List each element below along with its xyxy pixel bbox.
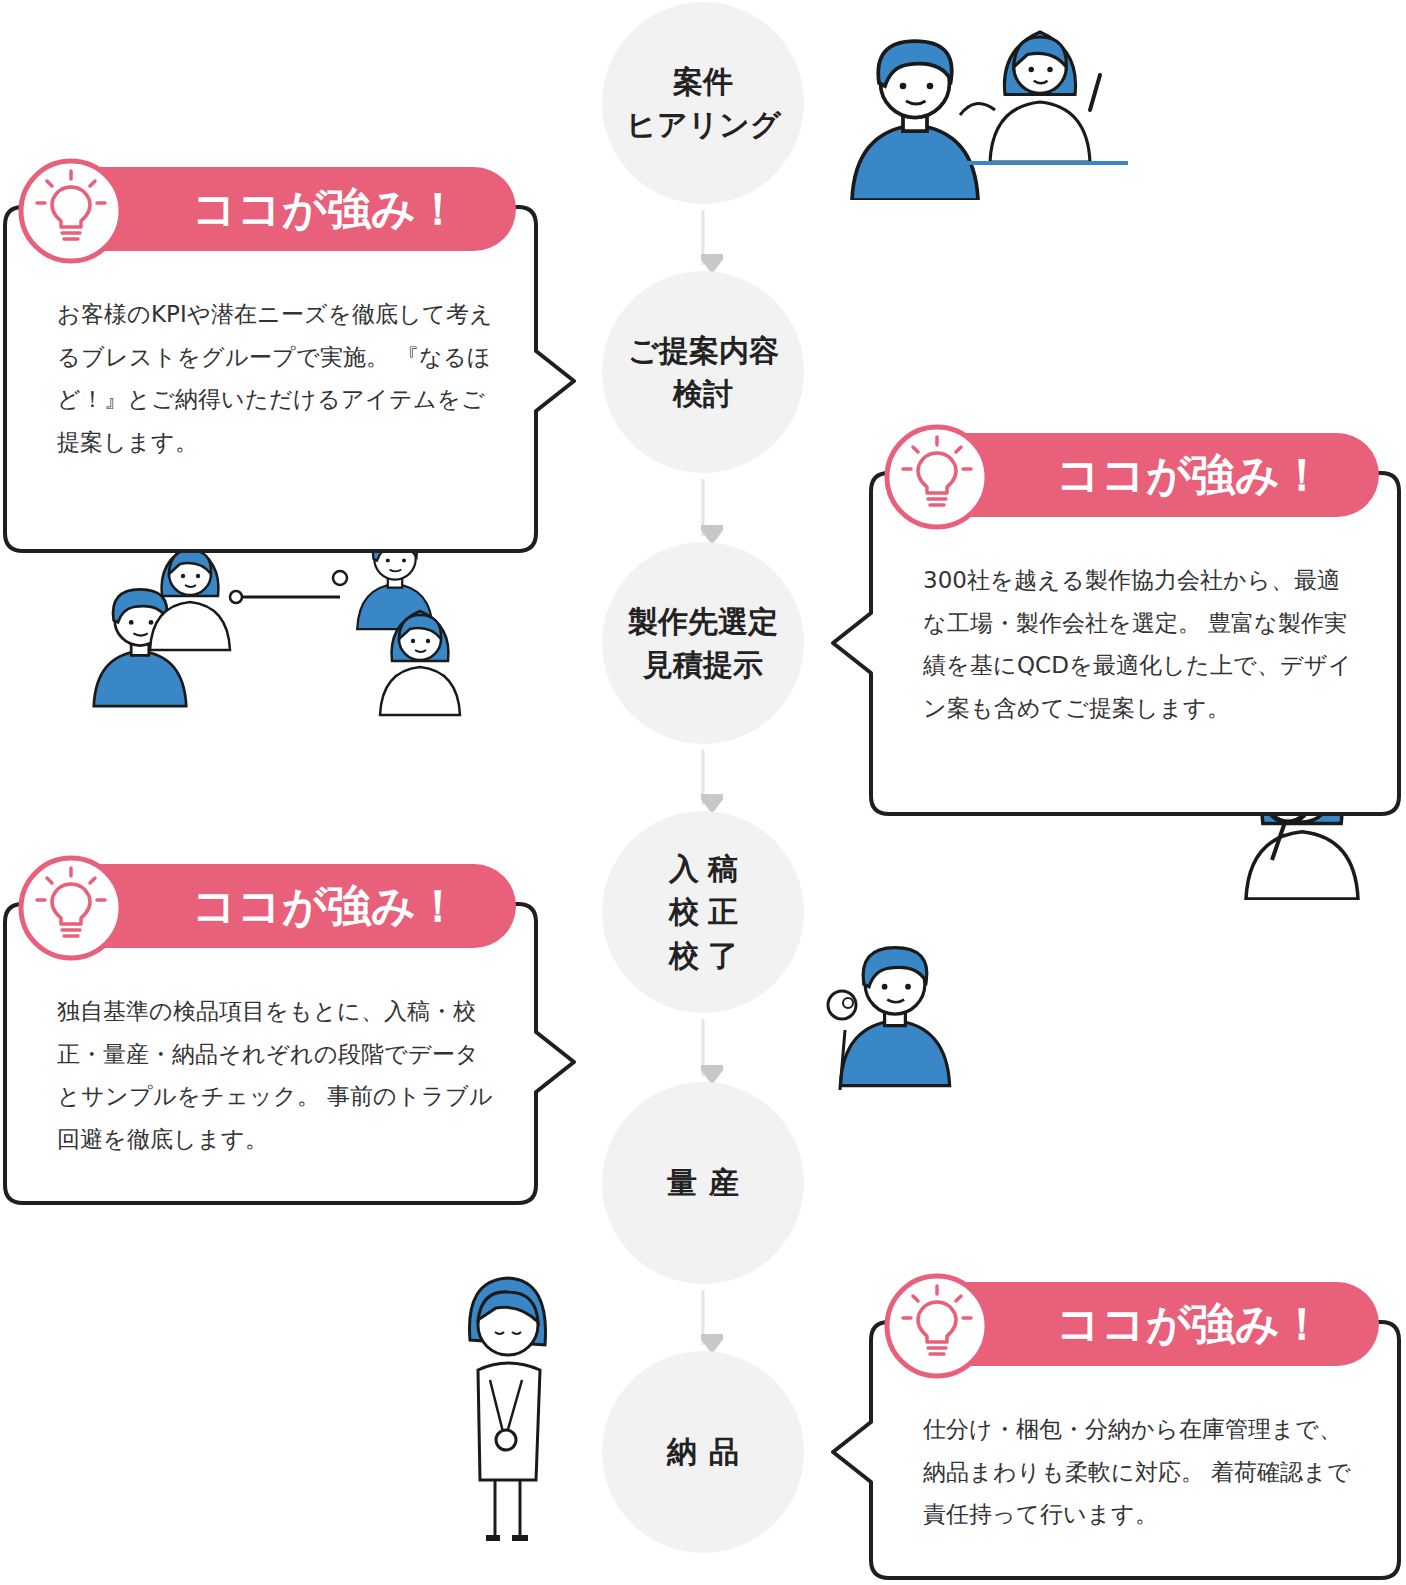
step-circle: 量産 (602, 1082, 804, 1284)
callout-heading: ココが強み！ (1001, 433, 1379, 517)
flow-arrow (702, 1290, 705, 1345)
heading-band (55, 167, 516, 251)
step-label: 納品 (637, 1430, 769, 1474)
step-circle: 納品 (602, 1351, 804, 1553)
callout-body: 独自基準の検品項目をもとに、入稿・校正・量産・納品それぞれの段階でデータとサンプ… (5, 990, 536, 1160)
heading-band (921, 1282, 1379, 1366)
strength-callout: ココが強み！ 300社を越える製作協力会社から、最適な工場・製作会社を選定。 豊富… (871, 433, 1399, 814)
lightbulb-icon (21, 858, 121, 958)
step-circle: 製作先選定 見積提示 (602, 542, 804, 744)
flow-arrow (702, 750, 705, 805)
step-circle: 案件 ヒアリング (602, 2, 804, 204)
ok-person (828, 948, 950, 1090)
flow-arrow (702, 479, 705, 536)
lightbulb-icon (887, 427, 987, 527)
step-label: 案件 ヒアリング (613, 60, 793, 147)
step-circle: ご提案内容 検討 (602, 271, 804, 473)
step-circle: 入稿 校正 校了 (602, 811, 804, 1013)
step-label: 入稿 校正 校了 (651, 847, 755, 978)
hearing-scene (852, 32, 1128, 200)
heading-band (921, 433, 1379, 517)
flow-arrow (702, 210, 705, 265)
strength-callout: ココが強み！ お客様のKPIや潜在ニーズを徹底して考えるブレストをグループで実施。… (5, 167, 536, 551)
heading-band (55, 864, 516, 948)
step-label: ご提案内容 検討 (613, 329, 793, 416)
step-label: 製作先選定 見積提示 (613, 600, 793, 687)
strength-callout: ココが強み！ 独自基準の検品項目をもとに、入稿・校正・量産・納品それぞれの段階でデ… (5, 864, 536, 1203)
flow-arrow (702, 1019, 705, 1076)
callout-heading: ココが強み！ (135, 864, 516, 948)
callout-body: 仕分け・梱包・分納から在庫管理まで、納品まわりも柔軟に対応。 着荷確認まで責任持… (871, 1408, 1399, 1536)
meeting-scene (94, 534, 460, 715)
callout-body: 300社を越える製作協力会社から、最適な工場・製作会社を選定。 豊富な製作実績を… (871, 559, 1399, 729)
callout-heading: ココが強み！ (135, 167, 516, 251)
lightbulb-icon (21, 161, 121, 261)
bowing-person (469, 1278, 545, 1538)
step-label: 量産 (637, 1161, 769, 1205)
strength-callout: ココが強み！ 仕分け・梱包・分納から在庫管理まで、納品まわりも柔軟に対応。 着荷確… (871, 1282, 1399, 1578)
callout-heading: ココが強み！ (1001, 1282, 1379, 1366)
callout-body: お客様のKPIや潜在ニーズを徹底して考えるブレストをグループで実施。 『なるほど… (5, 293, 536, 463)
lightbulb-icon (887, 1276, 987, 1376)
